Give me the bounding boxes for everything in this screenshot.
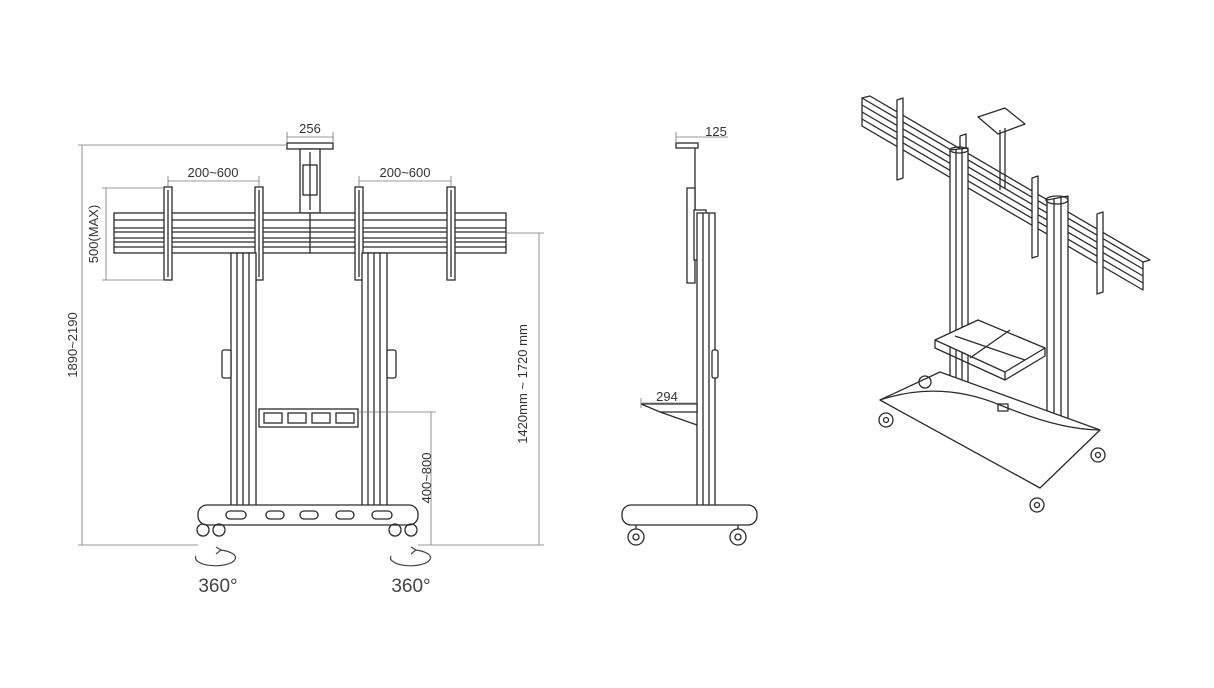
iso-shelf	[934, 319, 1046, 381]
shelf-depth-label: 294	[656, 389, 678, 404]
rotation-arrows	[194, 546, 432, 567]
side-view	[621, 142, 758, 546]
shelf	[258, 408, 359, 428]
iso-top-bracket	[977, 107, 1026, 190]
left-wheel-rotation-label: 360°	[198, 576, 237, 597]
front-dimension-lines	[78, 132, 544, 546]
bracket-height-label: 500(MAX)	[86, 205, 101, 264]
columns	[221, 252, 397, 509]
isometric-view	[861, 95, 1151, 513]
center-height-label: 1420mm ~ 1720 mm	[515, 324, 530, 444]
base	[197, 504, 419, 526]
crossbar	[113, 212, 507, 254]
casters	[196, 523, 418, 537]
shelf-height-label: 400~800	[419, 453, 434, 504]
right-bracket-range-label: 200~600	[380, 165, 431, 180]
overall-height-label: 1890~2190	[65, 312, 80, 377]
top-offset-label: 125	[705, 124, 727, 139]
left-bracket-range-label: 200~600	[188, 165, 239, 180]
front-view	[113, 142, 507, 537]
side-dimension-lines	[640, 132, 728, 408]
iso-base	[879, 371, 1101, 489]
right-wheel-rotation-label: 360°	[391, 576, 430, 597]
top-bracket	[286, 142, 334, 214]
iso-casters	[878, 375, 1106, 513]
top-width-label: 256	[299, 121, 321, 136]
